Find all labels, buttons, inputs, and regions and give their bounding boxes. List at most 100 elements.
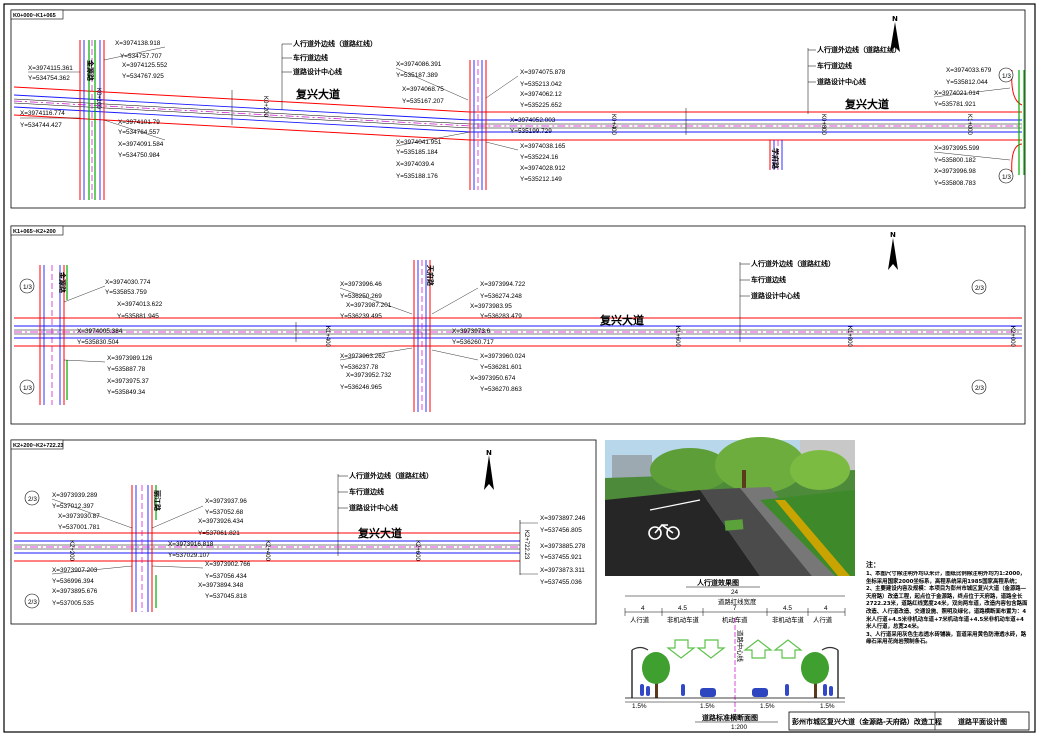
cyclist-icon xyxy=(785,684,789,696)
station-label: K1+800 xyxy=(846,326,852,348)
section-2-cross-road-1 xyxy=(39,265,68,405)
coord-x: X=3974021.014 xyxy=(934,90,980,97)
street-lamp-icon xyxy=(631,646,649,698)
section-1-cross-road-2-name: 学府路 xyxy=(771,148,780,170)
coord-y: Y=535199.729 xyxy=(510,128,552,135)
slope-label: 1.5% xyxy=(820,703,835,710)
north-arrow-icon: N xyxy=(890,15,900,52)
svg-text:X=3973916.818: X=3973916.818 xyxy=(168,541,214,548)
section-2-road xyxy=(14,317,1022,347)
svg-text:1/3: 1/3 xyxy=(23,284,32,291)
coord-y: Y=534750.984 xyxy=(118,152,160,159)
coord-x: X=3974075.878 xyxy=(520,69,566,76)
slope-label: 1.5% xyxy=(760,703,775,710)
svg-text:X=3973996.46: X=3973996.46 xyxy=(340,281,382,288)
svg-text:Y=536246.965: Y=536246.965 xyxy=(340,384,382,391)
svg-text:N: N xyxy=(486,449,492,457)
svg-text:X=3973902.766: X=3973902.766 xyxy=(205,561,251,568)
section-1-cross-road-2 xyxy=(469,60,487,190)
photo-caption: 人行道效果图 xyxy=(697,578,739,587)
station-label: K1+400 xyxy=(324,326,330,348)
svg-text:X=3973973.6: X=3973973.6 xyxy=(452,328,491,335)
svg-text:X=3974005.384: X=3974005.384 xyxy=(77,328,123,335)
svg-text:人行道外边线（道路红线）: 人行道外边线（道路红线） xyxy=(751,259,835,268)
svg-text:Y=537005.535: Y=537005.535 xyxy=(52,600,94,607)
project-name: 彭州市城区复兴大道（金源路-天府路）改造工程 xyxy=(792,717,942,726)
north-arrow-icon: N xyxy=(484,449,494,490)
svg-text:Y=536250.269: Y=536250.269 xyxy=(340,293,382,300)
svg-text:1/3: 1/3 xyxy=(23,385,32,392)
svg-text:X=3973894.348: X=3973894.348 xyxy=(198,582,244,589)
svg-text:X=3973950.674: X=3973950.674 xyxy=(470,375,516,382)
width-value: 4 xyxy=(641,605,645,612)
svg-text:X=3974030.774: X=3974030.774 xyxy=(105,279,151,286)
section-1-cross-road-1 xyxy=(79,40,105,200)
width-value: 4.5 xyxy=(678,605,687,612)
match-mark-1a xyxy=(998,67,1014,83)
coord-x: X=3974041.951 xyxy=(396,139,442,146)
tree-icon xyxy=(801,652,829,698)
svg-text:X=3974013.622: X=3974013.622 xyxy=(117,301,163,308)
cross-section-title: 道路标准横断面图 xyxy=(702,713,758,722)
station-label: K0+400 xyxy=(610,114,616,136)
match-mark-1b xyxy=(998,168,1014,184)
section-1-road-name: 复兴大道 xyxy=(295,87,340,101)
coord-x: X=3974052.003 xyxy=(510,117,556,124)
svg-text:人行道外边线（道路红线）: 人行道外边线（道路红线） xyxy=(349,471,433,480)
section-3-cross-road xyxy=(131,485,157,612)
svg-text:人行道外边线（道路红线）: 人行道外边线（道路红线） xyxy=(817,45,901,54)
coord-y: Y=534764.557 xyxy=(118,129,160,136)
svg-text:道路设计中心线: 道路设计中心线 xyxy=(817,77,866,86)
svg-text:X=3973983.95: X=3973983.95 xyxy=(470,303,512,310)
station-label: K2+400 xyxy=(264,540,270,562)
section-1-cross-road-1-name: 金源路 xyxy=(86,59,95,82)
station-label: K2+000 xyxy=(1009,326,1015,348)
section-2-frame xyxy=(10,225,1026,425)
coord-y: Y=535187.389 xyxy=(396,72,438,79)
svg-text:N: N xyxy=(890,231,896,239)
coord-y: Y=535213.042 xyxy=(520,81,562,88)
svg-text:X=3973987.201: X=3973987.201 xyxy=(346,302,392,309)
design-notes: 注： 1、本图尺寸除注明外均以米计，图纸比例除注明外均为1:2000，坐标采用国… xyxy=(866,560,1027,645)
arrow-up-icon xyxy=(743,639,773,659)
svg-text:Y=536996.394: Y=536996.394 xyxy=(52,578,94,585)
svg-text:Y=535887.78: Y=535887.78 xyxy=(107,366,146,373)
section-2-cross-road-2-name: 天府路 xyxy=(426,265,435,287)
pedestrian-icon xyxy=(829,686,833,696)
coord-x: X=3974101.79 xyxy=(118,119,160,126)
section-1-stations: K0+200 K0+100 K0+400 K0+800 K1+000 xyxy=(95,88,972,136)
coord-y: Y=535188.176 xyxy=(396,173,438,180)
notes-heading: 注： xyxy=(866,560,880,569)
plan-section-3: K2+200~K2+722.23 丽江路 2/3 2/3 复兴大道 xyxy=(10,439,597,625)
svg-text:Y=536270.863: Y=536270.863 xyxy=(480,386,522,393)
svg-text:Y=536237.78: Y=536237.78 xyxy=(340,364,379,371)
svg-text:X=3973926.434: X=3973926.434 xyxy=(198,518,244,525)
svg-text:人行道外边线（道路红线）: 人行道外边线（道路红线） xyxy=(293,39,377,48)
svg-text:X=3973975.37: X=3973975.37 xyxy=(107,378,149,385)
coord-x: X=3974033.679 xyxy=(946,67,992,74)
svg-text:Y=537455.921: Y=537455.921 xyxy=(540,554,582,561)
tree-icon xyxy=(642,652,670,698)
svg-text:Y=535849.34: Y=535849.34 xyxy=(107,389,146,396)
section-3-road xyxy=(14,520,521,575)
street-lamp-icon xyxy=(821,646,839,698)
svg-text:Y=535881.945: Y=535881.945 xyxy=(117,313,159,320)
svg-text:N: N xyxy=(892,15,898,23)
title-block: 彭州市城区复兴大道（金源路-天府路）改造工程 道路平面设计图 xyxy=(788,711,1030,731)
coord-y: Y=534744.427 xyxy=(20,122,62,129)
section-3-frame xyxy=(10,439,597,625)
zone-label: 非机动车道 xyxy=(772,615,805,624)
coord-x: X=3973995.599 xyxy=(934,145,980,152)
section-3-cross-road-name: 丽江路 xyxy=(153,490,162,512)
svg-text:Y=535830.504: Y=535830.504 xyxy=(77,339,119,346)
arrow-down-icon xyxy=(666,639,696,659)
zone-label: 非机动车道 xyxy=(667,615,700,624)
match-mark-2c xyxy=(971,279,987,295)
coord-x: X=3974039.4 xyxy=(396,161,435,168)
match-mark-2a xyxy=(19,278,35,294)
svg-text:车行道边线: 车行道边线 xyxy=(751,275,786,284)
coord-y: Y=535812.044 xyxy=(946,79,988,86)
match-mark-3b xyxy=(24,593,40,609)
svg-text:Y=536260.717: Y=536260.717 xyxy=(452,339,494,346)
section-3-title: K2+200~K2+722.23 xyxy=(13,443,64,449)
